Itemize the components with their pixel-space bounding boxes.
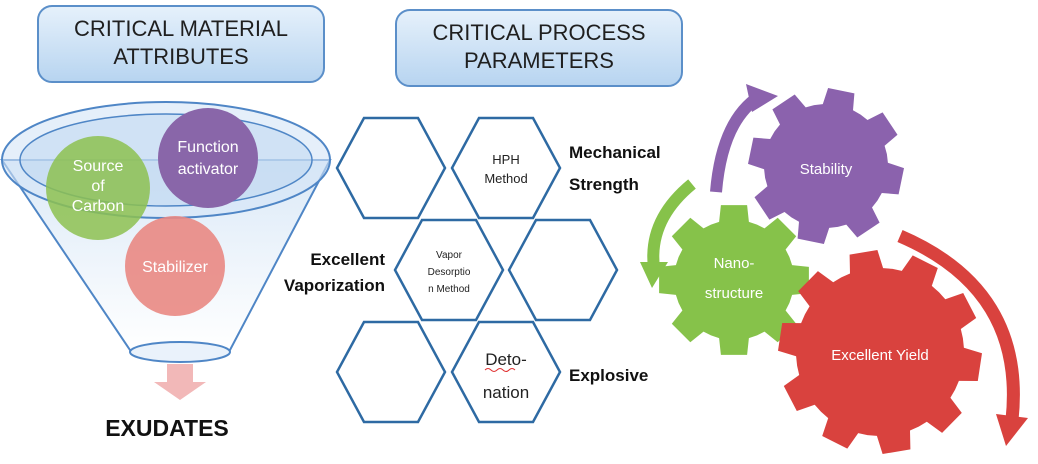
vaporization-line1: Excellent bbox=[310, 250, 385, 269]
hph-line2: Method bbox=[484, 171, 527, 186]
hexagon-hph bbox=[450, 116, 562, 220]
stability-label: Stability bbox=[800, 161, 853, 178]
vaporization-line2: Vaporization bbox=[284, 276, 385, 295]
down-arrow-icon bbox=[154, 364, 206, 400]
material-header-line2: ATTRIBUTES bbox=[113, 44, 248, 69]
hexagon-bottom-left bbox=[335, 320, 447, 424]
gear-nanostructure bbox=[659, 205, 809, 355]
hexagon-vapor bbox=[393, 218, 505, 322]
process-header-line1: CRITICAL PROCESS bbox=[432, 20, 645, 45]
spellcheck-underline bbox=[484, 368, 516, 372]
material-header-line1: CRITICAL MATERIAL bbox=[74, 16, 288, 41]
gear-yield-body bbox=[778, 250, 982, 454]
function-line1: Function bbox=[177, 139, 238, 156]
green-curved-arrow bbox=[647, 179, 696, 269]
green-arrowhead-icon bbox=[640, 262, 668, 288]
gear-excellent-yield bbox=[778, 250, 982, 454]
red-curved-arrow bbox=[897, 230, 1020, 421]
gear-stability-body bbox=[748, 88, 904, 244]
explosive-label: Explosive bbox=[569, 366, 648, 385]
carbon-line2: of bbox=[91, 178, 105, 195]
purple-arrowhead-icon bbox=[746, 84, 778, 112]
detonation-line1: Deto- bbox=[485, 350, 527, 369]
carbon-line1: Source bbox=[73, 158, 124, 175]
material-attributes-header: CRITICAL MATERIAL ATTRIBUTES bbox=[37, 5, 325, 83]
hexagon-grid bbox=[335, 116, 619, 424]
gear-nano-body bbox=[659, 205, 809, 355]
hexagon-middle-right bbox=[507, 218, 619, 322]
hph-line1: HPH bbox=[492, 152, 519, 167]
hexagon-top-left bbox=[335, 116, 447, 220]
function-line2: activator bbox=[178, 161, 239, 178]
carbon-line3: Carbon bbox=[72, 198, 124, 215]
circle-source-of-carbon: Source of Carbon bbox=[46, 136, 150, 240]
funnel-spout bbox=[129, 341, 231, 363]
process-header-line2: PARAMETERS bbox=[464, 48, 614, 73]
nano-line1: Nano- bbox=[714, 255, 755, 272]
vapor-line3: n Method bbox=[428, 284, 470, 295]
circle-stabilizer: Stabilizer bbox=[125, 216, 225, 316]
exudates-label: EXUDATES bbox=[105, 415, 229, 441]
nano-line2: structure bbox=[705, 285, 763, 302]
gear-stability bbox=[748, 88, 904, 244]
yield-label: Excellent Yield bbox=[831, 347, 929, 364]
mechanical-line2: Strength bbox=[569, 175, 639, 194]
circle-function-activator: Function activator bbox=[158, 108, 258, 208]
vapor-line1: Vapor bbox=[436, 250, 463, 261]
process-parameters-header: CRITICAL PROCESS PARAMETERS bbox=[395, 9, 683, 87]
vapor-line2: Desorptio bbox=[428, 267, 471, 278]
stabilizer-label: Stabilizer bbox=[142, 259, 208, 276]
detonation-line2: nation bbox=[483, 383, 529, 402]
mechanical-line1: Mechanical bbox=[569, 143, 661, 162]
red-arrowhead-icon bbox=[996, 414, 1028, 446]
